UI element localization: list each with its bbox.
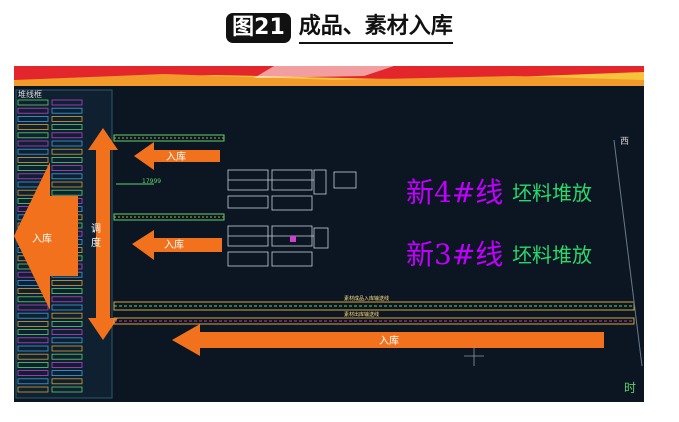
left-arrow-label: 入库 [32,232,52,245]
rack-slot [51,361,83,368]
rack-slot [17,304,49,311]
middle-arrow-label: 入库 [164,238,184,251]
corner-label: 时 [624,381,636,395]
rack-slot [17,148,49,155]
rack-slot [51,386,83,393]
rack-slot [17,378,49,385]
rack-slot [17,312,49,319]
rack-slot [17,107,49,114]
rack-slot [51,165,83,171]
rack-slot [17,337,49,344]
rack-slot [51,370,83,377]
line4-note: 坯料堆放 [512,181,592,205]
rack-slot [17,157,49,163]
rack-slot [51,329,83,336]
banner-strip [14,66,644,86]
middle-inbound-arrow [132,230,222,260]
rack-slot [51,189,83,196]
rack-slot [51,116,83,122]
bottom-inbound-arrow [172,324,604,356]
bottom-arrow-label: 入库 [379,334,399,347]
upper-conveyor [113,134,225,142]
right-edge-label: 西 [620,136,629,147]
rack-slot [17,320,49,327]
dimension-label: 17999 [142,178,161,185]
long-conveyor [113,301,635,325]
rack-slot [51,353,83,360]
rack-slot [17,329,49,336]
rack-slot [17,370,49,377]
rack-slot [51,173,83,180]
rack-slot [51,304,83,311]
rack-slot [17,345,49,352]
rack-slot [17,353,49,360]
upper-inbound-arrow [134,142,220,170]
figure-title-bar: 图21 成品、素材入库 [0,10,679,46]
rack-slot [17,361,49,368]
rack-slot [51,140,83,147]
mid-conveyor [113,213,225,221]
conveyor-label-2: 素材出库输送线 [344,311,379,318]
cad-drawing: 堆线框 入库 调 度 素材成品入库输送线 素材出库输送线 [14,66,644,402]
rack-slot [17,116,49,122]
conveyor-label-1: 素材成品入库输送线 [344,295,389,302]
left-inbound-arrow [14,162,78,310]
rack-slot [51,132,83,139]
line3-label: 新3#线 [406,238,503,271]
dispatch-label-2: 度 [91,236,101,249]
line3-note: 坯料堆放 [512,243,592,267]
rack-slot [51,124,83,130]
rack-slot [51,320,83,327]
rack-slot [51,312,83,319]
rack-slot [17,140,49,147]
rack-slot [17,386,49,393]
equipment-marker [290,236,296,242]
rack-slot [51,337,83,344]
rack-slot [51,296,83,303]
upper-arrow-label: 入库 [166,150,186,163]
rack-slot [51,107,83,114]
figure-title: 成品、素材入库 [298,12,453,44]
rack-slot [51,157,83,163]
dispatch-vertical-arrow [88,128,118,340]
rack-slot [51,378,83,385]
rack-slot [51,345,83,352]
top-left-label: 堆线框 [18,89,42,99]
drawing-background [14,86,644,402]
rack-slot [17,99,49,106]
rack-slot [51,181,83,188]
line4-label: 新4#线 [406,176,503,209]
rack-slot [51,148,83,155]
equipment-block [227,169,357,267]
rack-slot [17,124,49,130]
rack-slot [51,288,83,295]
rack-slot [17,132,49,139]
rack-slot [51,99,83,106]
rack-slot [51,279,83,286]
dispatch-label-1: 调 [91,223,101,235]
figure-number-badge: 图21 [226,13,291,43]
